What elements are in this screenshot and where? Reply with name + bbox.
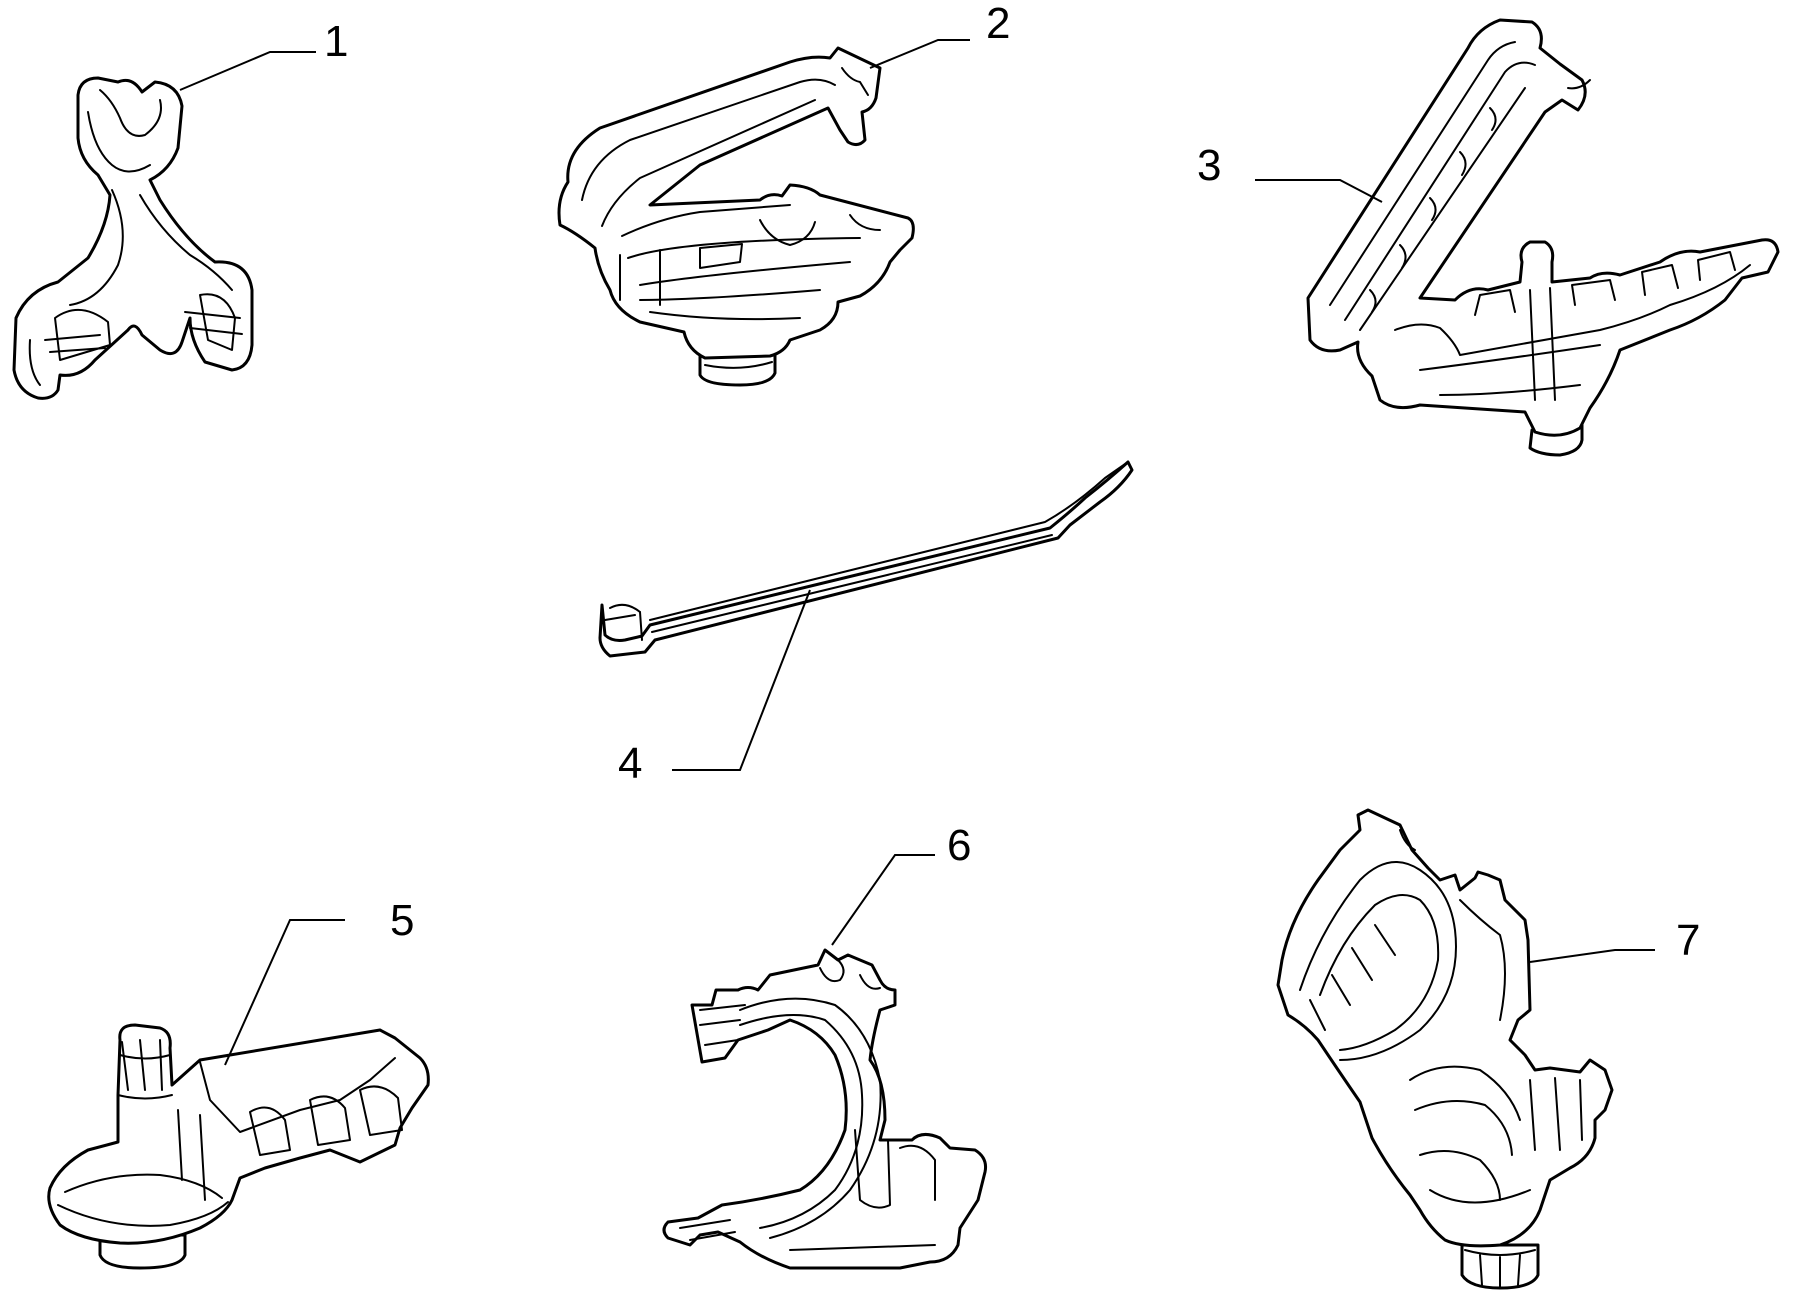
leader-line-4 [672, 589, 811, 771]
part-7-loop-holder [1276, 808, 1614, 1290]
part-2-strap-holder [557, 46, 915, 387]
leader-line-3 [1255, 179, 1383, 203]
callout-4: 4 [618, 739, 642, 788]
callout-2: 2 [986, 0, 1010, 48]
leader-lines [179, 39, 1655, 1066]
part-5-pin-base-holder [47, 1023, 430, 1270]
callout-labels: 1 2 3 4 5 6 7 [324, 0, 1700, 965]
part-1-double-clip [12, 76, 254, 400]
callout-5: 5 [390, 896, 414, 945]
part-3-hinged-holder [1306, 18, 1780, 457]
callout-7: 7 [1676, 916, 1700, 965]
leader-line-6 [831, 854, 935, 946]
callout-3: 3 [1197, 141, 1221, 190]
part-4-cable-tie [598, 460, 1134, 658]
callout-1: 1 [324, 17, 348, 66]
leader-line-1 [179, 51, 316, 91]
callout-6: 6 [947, 821, 971, 870]
leader-line-7 [1529, 949, 1655, 963]
part-6-c-clamp [662, 948, 987, 1270]
leader-line-2 [869, 39, 970, 69]
leader-line-5 [224, 919, 345, 1066]
